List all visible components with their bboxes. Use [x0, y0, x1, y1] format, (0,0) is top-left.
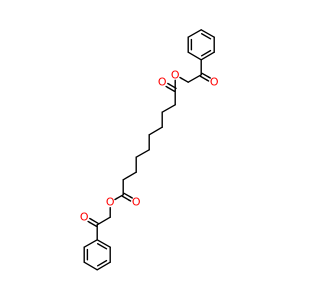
bond-R2c-R2d-1 — [96, 261, 111, 271]
bond-R1c-R1d-2 — [200, 49, 212, 57]
bond-layer — [83, 29, 215, 271]
bond-CkT-O1-2-a — [201, 72, 210, 78]
bond-CkB-O6-2-a — [89, 221, 98, 227]
bond-K5-K6 — [135, 149, 150, 158]
molecule-structure-diagram: O O O O O O — [80, 29, 219, 271]
bond-CeT-O3-1-a — [168, 83, 177, 90]
atom-O6: O — [80, 211, 89, 224]
bond-CkT-CmT — [187, 74, 202, 83]
atom-O1: O — [210, 76, 219, 89]
bond-CeB-O4-1-b — [128, 199, 132, 202]
bond-R1c-R1d-1 — [200, 51, 215, 61]
bond-CeB-O5-a — [115, 194, 124, 200]
bond-R2a-R2b-1 — [96, 239, 111, 248]
bond-CkT-O1-2-b — [207, 76, 211, 79]
bond-CkB-O6-1-b — [89, 217, 93, 221]
bond-CeB-O4-2-a — [123, 192, 132, 198]
bond-R2d-R2e — [83, 261, 98, 271]
bond-CmB-CkB — [96, 216, 111, 226]
bond-R1a-R1b-2 — [200, 33, 212, 40]
bond-CkB-O6-2-b — [87, 220, 91, 224]
bond-R2a-R2b-2 — [96, 243, 108, 250]
bond-CeT-O3-2-a — [167, 86, 176, 92]
bond-CmT-O2-a — [180, 77, 189, 83]
atom-O3: O — [158, 76, 167, 89]
bond-R1f-R1a — [187, 29, 202, 38]
bond-CeB-O4-1-a — [121, 195, 130, 201]
bond-CkB-O6-1-a — [90, 218, 99, 225]
atom-label-layer: O O O O O O — [80, 68, 219, 223]
atom-O5: O — [106, 196, 115, 209]
atom-O2: O — [171, 68, 180, 81]
atom-O4: O — [132, 196, 141, 209]
bond-CeT-O3-2-b — [165, 85, 169, 89]
bond-CkT-O1-1-b — [206, 79, 210, 82]
bond-K1-K2 — [161, 104, 176, 113]
bond-CkT-O1-1-a — [199, 75, 208, 81]
bond-R1d-R1e — [187, 51, 202, 61]
bond-CeB-O5-b — [114, 197, 118, 201]
bond-CeT-O3-1-b — [167, 82, 171, 86]
bond-R1a-R1b-1 — [200, 29, 215, 38]
bond-R2c-R2d-2 — [96, 259, 108, 267]
bond-K7-K8 — [122, 171, 137, 181]
bond-R2f-R2a — [83, 239, 98, 248]
bond-K3-K4 — [148, 126, 163, 136]
bond-CmT-O2-b — [179, 76, 183, 80]
bond-CeB-O4-2-b — [129, 196, 133, 199]
